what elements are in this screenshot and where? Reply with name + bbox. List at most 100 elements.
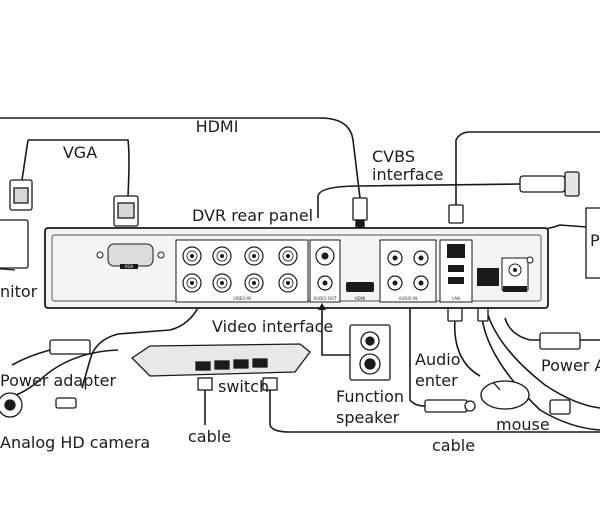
audio-plug [424,399,468,413]
bnc-port-center-2 [220,254,224,258]
vga-cable-left [21,139,29,181]
audio-enter-label-line2: enter [415,371,458,390]
right-bottom-cable-1 [487,314,600,409]
monitor-stand [0,268,16,271]
usb-port-1 [448,265,464,272]
ground-screw [526,256,534,264]
vga-plug-left-inner [13,187,29,204]
video-interface-label: Video interface [212,317,333,336]
mouse-cable [453,317,481,377]
bnc-port-ring-2 [216,250,228,262]
mouse-device [480,380,530,410]
video-interface-arrowhead [318,303,326,310]
switch-port-4 [252,358,268,368]
audio-in-port-1-center [392,255,398,261]
hdmi-cable [0,117,361,199]
audio-plug-tip [464,400,476,412]
lan-port [447,244,465,258]
video-in-label: VIDEO IN [233,296,251,301]
hdmi-plug [352,197,368,221]
terminal-block [477,268,499,286]
bnc-port-ring-6 [216,277,228,289]
switch-port-1 [195,361,211,371]
bnc-port-ring-5 [186,277,198,289]
cvbs-bnc-plug-tip [564,171,580,197]
bnc-port-center-4 [286,254,290,258]
mouse-label: mouse [496,415,550,434]
audio-in-label: AUDIO IN [399,296,418,301]
vga-port-screw-right [157,251,165,259]
cvbs-bnc-port-center [321,252,329,260]
right-bottom-plug [549,399,571,415]
vga-port-label-box [120,264,138,269]
lan-port-label: LAN [452,296,460,301]
dvr-rear-panel: VGA VIDEO IN AUDIO OUT HDMI AUDIO IN LAN [44,227,549,309]
bnc-connector-grid [182,246,298,293]
usb-port-2 [448,277,464,284]
lan-cable [455,131,600,205]
switch-device [130,343,311,377]
bnc-port-ring-1 [186,250,198,262]
right-bottom-cable-2 [481,317,600,431]
power-a-label-partial: Power A [541,356,600,375]
audio-out-port-center [322,280,328,286]
cable-label-bottom: cable [432,436,475,455]
analog-hd-camera-label: Analog HD camera [0,433,150,452]
audio-out-label: AUDIO OUT [314,296,337,301]
function-speaker-label-line1: Function [336,387,404,406]
vga-port-screw-left [96,251,104,259]
switch-label: switch [218,377,269,396]
audio-cable [409,303,426,407]
vga-plug-right-inner [117,202,135,219]
vga-port [107,243,154,267]
vga-label: VGA [63,143,97,162]
bnc-port-center-5 [190,281,194,285]
speaker-woofer-bottom-inner [364,358,376,370]
speaker-woofer-top-inner [365,336,375,346]
cvbs-label-line2: interface [372,165,443,184]
hdmi-label: HDMI [196,117,239,136]
switch-port-2 [214,360,230,370]
bnc-port-center-7 [252,281,256,285]
bnc-port-center-3 [252,254,256,258]
monitor-label-partial: nitor [0,282,38,301]
hdmi-plug-tip [355,219,365,229]
bnc-port-center-1 [190,254,194,258]
vga-port-label: VGA [125,264,134,269]
hdmi-port [346,282,374,292]
power-adapter-brick [49,339,91,355]
power-adapter-label: Power adapter [0,371,117,390]
audio-in-port-3-center [392,280,398,286]
cvbs-bnc-plug [519,175,566,193]
power-plug [477,306,489,322]
bnc-port-ring-3 [248,250,260,262]
vga-cable-top [28,139,130,197]
dvr-rear-panel-label: DVR rear panel [192,206,313,225]
right-device-partial [585,207,600,279]
audio-in-port-2-center [418,255,424,261]
bnc-port-ring-7 [248,277,260,289]
switch-cable-right [269,390,600,433]
switch-cable-plug-left [197,377,213,391]
bnc-port-center-6 [220,281,224,285]
power-switch [503,286,527,292]
audio-in-block [379,239,437,303]
audio-in-port-4-center [418,280,424,286]
cable-label-left: cable [188,427,231,446]
bnc-port-ring-4 [282,250,294,262]
right-device-label-partial: P [590,231,600,250]
switch-cable-plug-right [262,377,278,391]
power-adapter-cable [11,349,51,366]
mouse-button-split [492,381,501,391]
power-a-cable [504,317,600,341]
camera-connector [55,397,77,409]
audio-enter-label-line1: Audio [415,350,460,369]
bnc-port-ring-8 [282,277,294,289]
camera-lens [4,399,16,411]
function-speaker-label-line2: speaker [336,408,400,427]
cvbs-label-line1: CVBS [372,147,415,166]
monitor-screen [0,219,29,269]
power-a-brick [539,332,581,350]
